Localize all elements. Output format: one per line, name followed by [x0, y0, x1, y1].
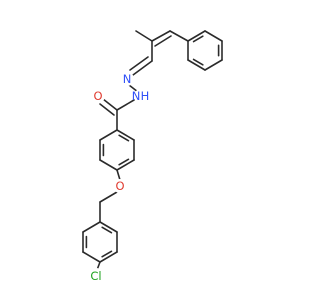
- atom-n-amide-label: N: [132, 89, 141, 103]
- chlorophenyl-ring-double-bond: [101, 226, 113, 234]
- benzamide-ring-bond: [116, 129, 135, 141]
- chlorophenyl-ring-bond: [99, 251, 118, 263]
- o-ch2-bond: [99, 191, 118, 203]
- atom-label-layer: O N N H O Cl: [88, 72, 149, 284]
- phenyl-bond: [187, 59, 206, 71]
- atom-cl: Cl: [88, 268, 104, 284]
- atom-o-carbonyl-label: O: [93, 89, 102, 103]
- imine-bond: [132, 60, 153, 76]
- atom-o-ether: O: [113, 179, 127, 193]
- phenyl-double-bond: [192, 58, 204, 66]
- alkene-double-bond: [154, 35, 172, 47]
- phenyl-double-bond: [192, 35, 204, 43]
- chlorophenyl-ring-bond: [99, 221, 118, 233]
- carbonyl-bond: [102, 98, 118, 111]
- amide-n-bond: [116, 99, 135, 111]
- alkene-bond: [151, 30, 171, 42]
- imine-double-bond: [129, 56, 149, 71]
- benzamide-ring-bond: [116, 159, 135, 171]
- chlorophenyl-ring-bond: [82, 221, 101, 233]
- benzamide-ring-double-bond: [118, 158, 130, 166]
- phenyl-bond: [204, 30, 223, 42]
- chlorophenyl-ring-bond: [82, 251, 101, 263]
- chlorophenyl-ring-double-bond: [101, 250, 113, 258]
- molecule-svg: O N N H O Cl: [82, 30, 223, 284]
- atom-n-imine-label: N: [123, 72, 132, 86]
- atom-cl-label: Cl: [90, 269, 101, 283]
- atom-n-amide: N H: [132, 89, 150, 103]
- benzamide-ring-double-bond: [118, 134, 130, 142]
- vinyl-to-phenyl-bond: [169, 30, 189, 42]
- atom-o-ether-label: O: [115, 179, 124, 193]
- methyl-bond: [135, 30, 153, 42]
- benzamide-ring-bond: [99, 129, 118, 141]
- atom-h-amide-label: H: [141, 89, 150, 103]
- phenyl-bond: [187, 30, 206, 42]
- benzamide-ring-bond: [99, 159, 118, 171]
- phenyl-bond: [204, 59, 223, 71]
- structure-diagram: O N N H O Cl: [82, 30, 223, 284]
- atom-o-carbonyl: O: [91, 89, 105, 103]
- aryl-o-bond: [116, 169, 121, 181]
- atom-n-imine: N: [120, 72, 134, 86]
- bond-layer: [82, 30, 223, 271]
- carbonyl-double-bond: [99, 103, 115, 116]
